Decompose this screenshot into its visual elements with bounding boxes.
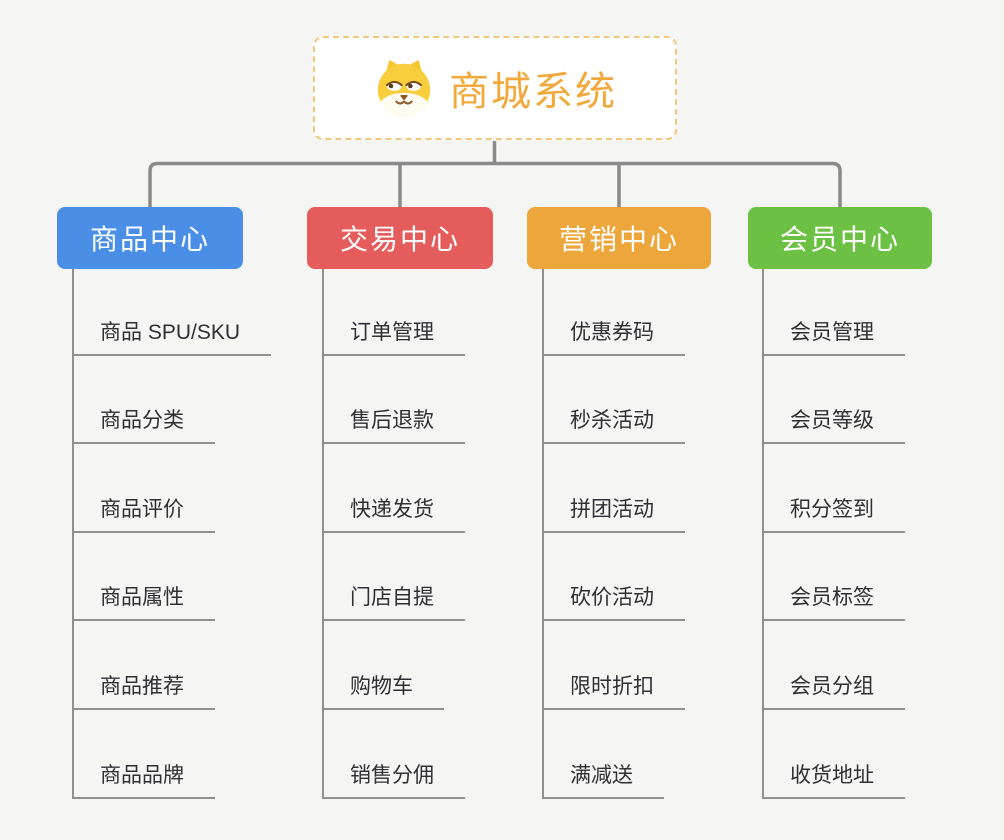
leaf-node[interactable]: 收货地址 [763,763,905,799]
leaf-node[interactable]: 积分签到 [763,497,905,533]
leaf-node[interactable]: 商品 SPU/SKU [73,320,272,356]
leaf-node[interactable]: 优惠券码 [543,320,685,356]
leaf-node[interactable]: 商品品牌 [73,763,215,799]
leaf-node[interactable]: 商品分类 [73,408,215,444]
leaf-node[interactable]: 销售分佣 [323,763,465,799]
leaf-node[interactable]: 门店自提 [323,585,465,621]
leaf-node[interactable]: 限时折扣 [543,674,685,710]
dog-face-icon [377,59,431,117]
leaf-node[interactable]: 快递发货 [323,497,465,533]
leaf-node[interactable]: 商品评价 [73,497,215,533]
leaf-node[interactable]: 拼团活动 [543,497,685,533]
root-node[interactable]: 商城系统 [313,36,677,140]
branch-node-products[interactable]: 商品中心 [57,207,243,269]
branch-node-marketing[interactable]: 营销中心 [527,207,711,269]
leaf-node[interactable]: 秒杀活动 [543,408,685,444]
branch-rail-line [148,161,842,207]
branch-node-trade[interactable]: 交易中心 [307,207,493,269]
leaf-node[interactable]: 会员等级 [763,408,905,444]
leaf-node[interactable]: 砍价活动 [543,585,685,621]
leaf-node[interactable]: 会员标签 [763,585,905,621]
root-title: 商城系统 [449,70,617,114]
leaf-node[interactable]: 购物车 [323,674,444,710]
leaf-node[interactable]: 会员管理 [763,320,905,356]
leaf-node[interactable]: 满减送 [543,763,664,799]
leaf-node[interactable]: 售后退款 [323,408,465,444]
leaf-node[interactable]: 商品属性 [73,585,215,621]
branch-node-members[interactable]: 会员中心 [748,207,932,269]
leaf-node[interactable]: 商品推荐 [73,674,215,710]
leaf-node[interactable]: 会员分组 [763,674,905,710]
leaf-node[interactable]: 订单管理 [323,320,465,356]
